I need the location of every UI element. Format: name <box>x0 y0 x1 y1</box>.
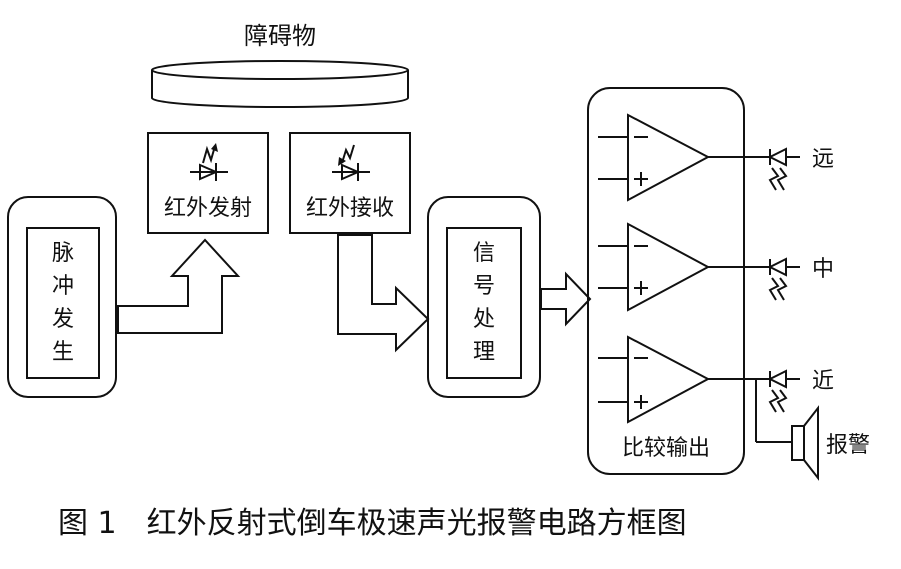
led-mid-icon <box>767 257 800 301</box>
obstacle-label: 障碍物 <box>244 22 316 50</box>
signal-proc-char-4: 理 <box>473 340 495 365</box>
compare-output-label: 比较输出 <box>622 436 710 461</box>
ir-emit-label: 红外发射 <box>164 196 252 221</box>
ir-emit-block <box>147 132 269 234</box>
pulse-gen-char-4: 生 <box>52 340 74 365</box>
arrow-receive-to-signal <box>337 234 430 353</box>
pulse-gen-char-1: 脉 <box>52 241 74 266</box>
comparator-far <box>598 113 770 202</box>
led-near-icon <box>767 369 800 413</box>
alarm-label: 报警 <box>826 433 870 458</box>
pulse-generator-inner <box>26 227 100 379</box>
comparator-near <box>598 335 770 424</box>
arrow-pulse-to-emit <box>117 238 241 334</box>
pulse-gen-char-2: 冲 <box>52 274 74 299</box>
signal-proc-char-2: 号 <box>473 274 495 299</box>
ir-receive-block <box>289 132 411 234</box>
output-far-label: 远 <box>812 147 834 172</box>
led-far-icon <box>767 147 800 191</box>
signal-processing-inner <box>446 227 522 379</box>
ir-receive-label: 红外接收 <box>306 196 394 221</box>
pulse-gen-char-3: 发 <box>52 307 74 332</box>
signal-proc-char-3: 处 <box>473 307 495 332</box>
output-mid-label: 中 <box>812 257 834 282</box>
pulse-generator-block <box>7 196 117 398</box>
compare-output-block <box>587 87 745 475</box>
arrow-signal-to-compare <box>540 271 592 327</box>
output-near-label: 近 <box>812 369 834 394</box>
speaker-icon <box>791 405 819 481</box>
signal-proc-char-1: 信 <box>473 241 495 266</box>
comparator-mid <box>598 222 770 312</box>
obstacle-shape <box>151 60 409 108</box>
figure-caption: 图 1 红外反射式倒车极速声光报警电路方框图 <box>58 506 687 541</box>
ir-led-emit-icon <box>190 143 228 181</box>
ir-led-receive-icon <box>332 144 370 181</box>
